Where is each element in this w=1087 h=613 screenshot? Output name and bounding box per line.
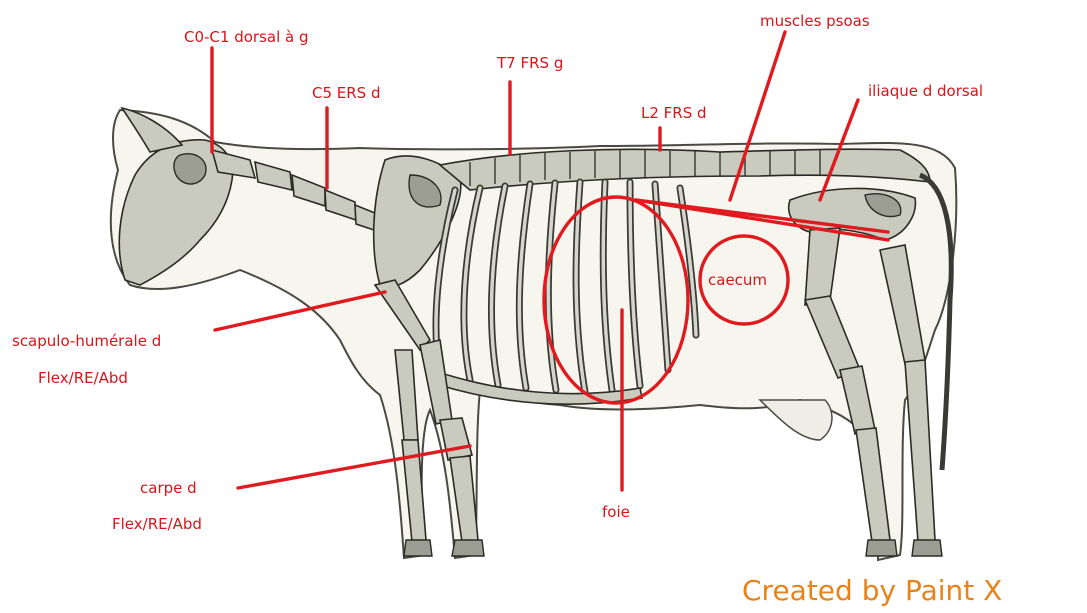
label-c5: C5 ERS d [312,84,381,102]
label-carpe: carpe d [140,479,197,497]
watermark: Created by Paint X [742,574,1002,607]
label-psoas: muscles psoas [760,12,870,30]
label-foie: foie [602,503,630,521]
udder [760,400,832,440]
label-caecum: caecum [708,271,767,289]
label-carpe-motion: Flex/RE/Abd [112,515,202,533]
label-scapulo-motion: Flex/RE/Abd [38,369,128,387]
label-l2: L2 FRS d [641,104,707,122]
label-t7: T7 FRS g [496,54,563,72]
label-c0c1: C0-C1 dorsal à g [184,28,309,46]
label-iliaque: iliaque d dorsal [868,82,983,100]
label-scapulo: scapulo-humérale d [12,332,161,350]
skull-orbit [174,154,206,184]
